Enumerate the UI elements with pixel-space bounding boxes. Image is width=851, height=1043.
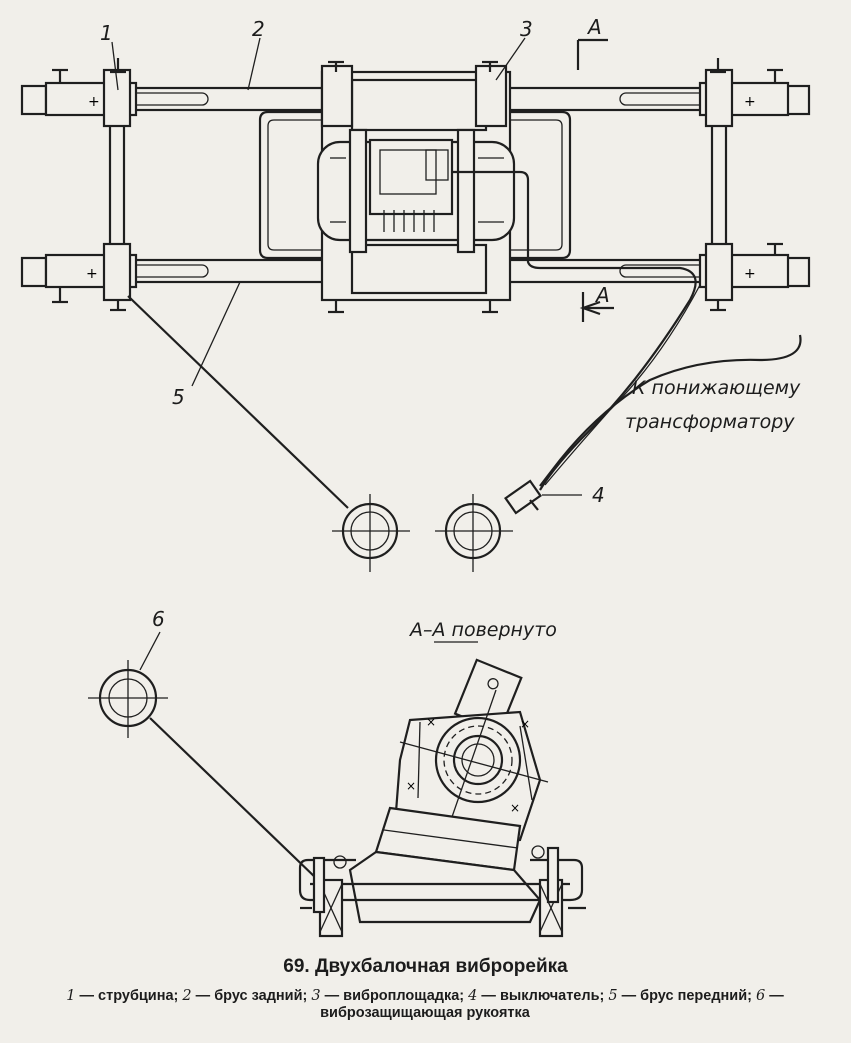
svg-text:×: × [426, 715, 436, 729]
plan-view: + + + + [20, 37, 811, 572]
handle-cable [127, 295, 349, 509]
leader-2 [247, 37, 261, 91]
label-1: 1 [100, 21, 113, 45]
leader-3 [495, 37, 526, 81]
technical-drawing: + + + + [20, 15, 811, 938]
vibrator-motor [316, 128, 516, 254]
label-6: 6 [152, 607, 165, 631]
clamp-rear-right: + [698, 58, 811, 128]
clamp-rear-left: + [20, 58, 138, 128]
legend-item-2: 2 — брус задний; [182, 988, 308, 1004]
svg-text:+: + [86, 266, 98, 282]
clamp-front-left: + [20, 242, 138, 312]
label-5: 5 [172, 385, 185, 409]
label-3: 3 [520, 17, 533, 41]
handle-right [435, 494, 513, 572]
legend-item-5: 5 — брус передний; [608, 988, 752, 1004]
handle-6 [88, 660, 168, 738]
section-mark-top [576, 38, 608, 70]
leader-1 [111, 41, 119, 91]
figure-legend: 1 — струбцина; 2 — брус задний; 3 — вибр… [20, 988, 830, 1022]
svg-text:+: + [744, 94, 756, 110]
svg-text:+: + [744, 266, 756, 282]
transformer-note-line1: К понижающему [632, 377, 801, 399]
figure-caption: 69. Двухбалочная виброрейка [283, 956, 568, 977]
svg-text:×: × [520, 717, 530, 731]
clamp-front-right: + [698, 242, 811, 312]
section-view: × × × × [298, 658, 586, 938]
svg-text:+: + [88, 94, 100, 110]
legend-item-6: 6 — виброзащищающая рукоятка [320, 988, 784, 1021]
section-letter-top: А [586, 15, 602, 39]
svg-text:×: × [510, 801, 520, 815]
handle-left [332, 494, 410, 572]
power-cable [452, 170, 697, 491]
section-mark-bottom [579, 292, 614, 322]
transformer-note-line2: трансформатору [625, 411, 795, 433]
svg-text:×: × [406, 779, 416, 793]
legend-item-3: 3 — виброплощадка; [311, 988, 465, 1004]
legend-item-4: 4 — выключатель; [468, 988, 605, 1004]
leader-6 [139, 631, 161, 671]
label-2: 2 [252, 17, 265, 41]
section-title: А–А повернуто [408, 619, 557, 641]
handle-6-cable [149, 717, 319, 881]
legend-item-1: 1 — струбцина; [66, 988, 179, 1004]
transformer-cable [539, 334, 802, 487]
switch [504, 479, 582, 515]
label-4: 4 [592, 483, 605, 507]
section-letter-bottom: А [594, 283, 610, 307]
leader-5 [191, 281, 241, 387]
